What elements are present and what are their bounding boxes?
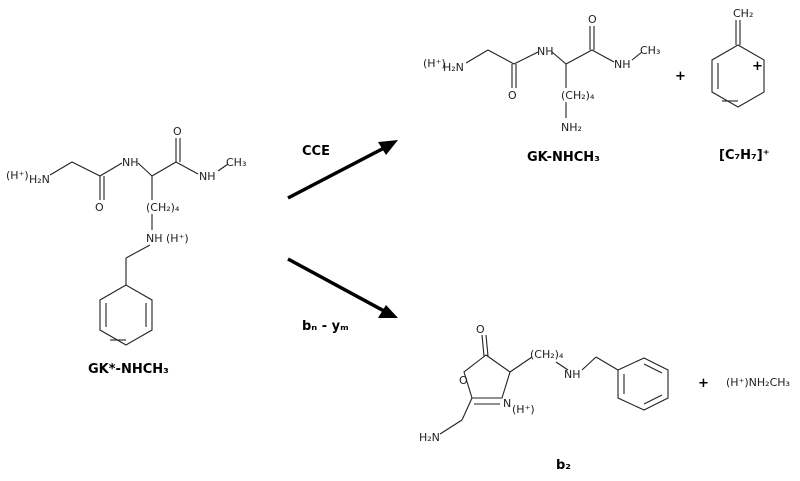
reactant-h-plus: (H⁺) [6, 169, 29, 182]
reactant-side-h-plus: (H⁺) [166, 232, 189, 245]
product-bottom-h2n: H₂N [419, 431, 440, 444]
reactant-name: GK*-NHCH₃ [88, 362, 169, 377]
product-bottom-nh: NH [564, 368, 581, 381]
reactant-carbonyl-o1: O [95, 201, 104, 214]
product-bottom-name: b₂ [556, 458, 571, 473]
reactant-nh-amide: NH [122, 156, 139, 169]
product-bottom-ring-o: O [459, 374, 468, 387]
reactant-structure [49, 138, 229, 346]
cce-arrow [287, 140, 398, 200]
product-top-h2n: H₂N [443, 61, 464, 74]
product-top-structure [465, 26, 643, 118]
bn-ym-label: bₙ - yₘ [302, 319, 349, 334]
product-bottom-plus: + [698, 376, 709, 391]
product-bottom-carbonyl-o: O [476, 323, 485, 336]
reactant-ch2-4: (CH₂)₄ [146, 201, 180, 214]
product-top-ch2-4: (CH₂)₄ [561, 89, 595, 102]
benzyl-cation-ch2: CH₂ [733, 7, 753, 20]
methylamine-label: (H⁺)NH₂CH₃ [726, 376, 790, 389]
product-bottom-ch2-4: (CH₂)₄ [530, 348, 564, 361]
product-bottom-h-plus: (H⁺) [512, 403, 535, 416]
product-top-nh-methyl: NH [614, 58, 631, 71]
reactant-carbonyl-o2: O [173, 125, 182, 138]
product-top-carbonyl-o2: O [588, 13, 597, 26]
reactant-ch3: CH₃ [226, 156, 246, 169]
product-bottom-ring-n: N [503, 397, 511, 410]
product-top-nh2: NH₂ [561, 121, 582, 134]
reactant-h2n: H₂N [29, 173, 50, 186]
product-top-carbonyl-o1: O [508, 89, 517, 102]
product-top-plus: + [675, 69, 686, 84]
product-top-h-plus: (H⁺) [423, 57, 446, 70]
benzyl-cation-structure [711, 20, 765, 108]
product-top-name: GK-NHCH₃ [527, 150, 600, 165]
product-top-ch3: CH₃ [640, 44, 660, 57]
reactant-nh-methyl: NH [199, 170, 216, 183]
cce-label: CCE [302, 144, 330, 159]
reactant-nh-side: NH [146, 232, 163, 245]
tropylium-formula: [C₇H₇]⁺ [719, 148, 770, 163]
benzyl-cation-charge: + [752, 59, 763, 74]
bn-ym-arrow [287, 257, 398, 318]
product-top-nh-amide: NH [537, 45, 554, 58]
product-bottom-structure [439, 334, 669, 435]
